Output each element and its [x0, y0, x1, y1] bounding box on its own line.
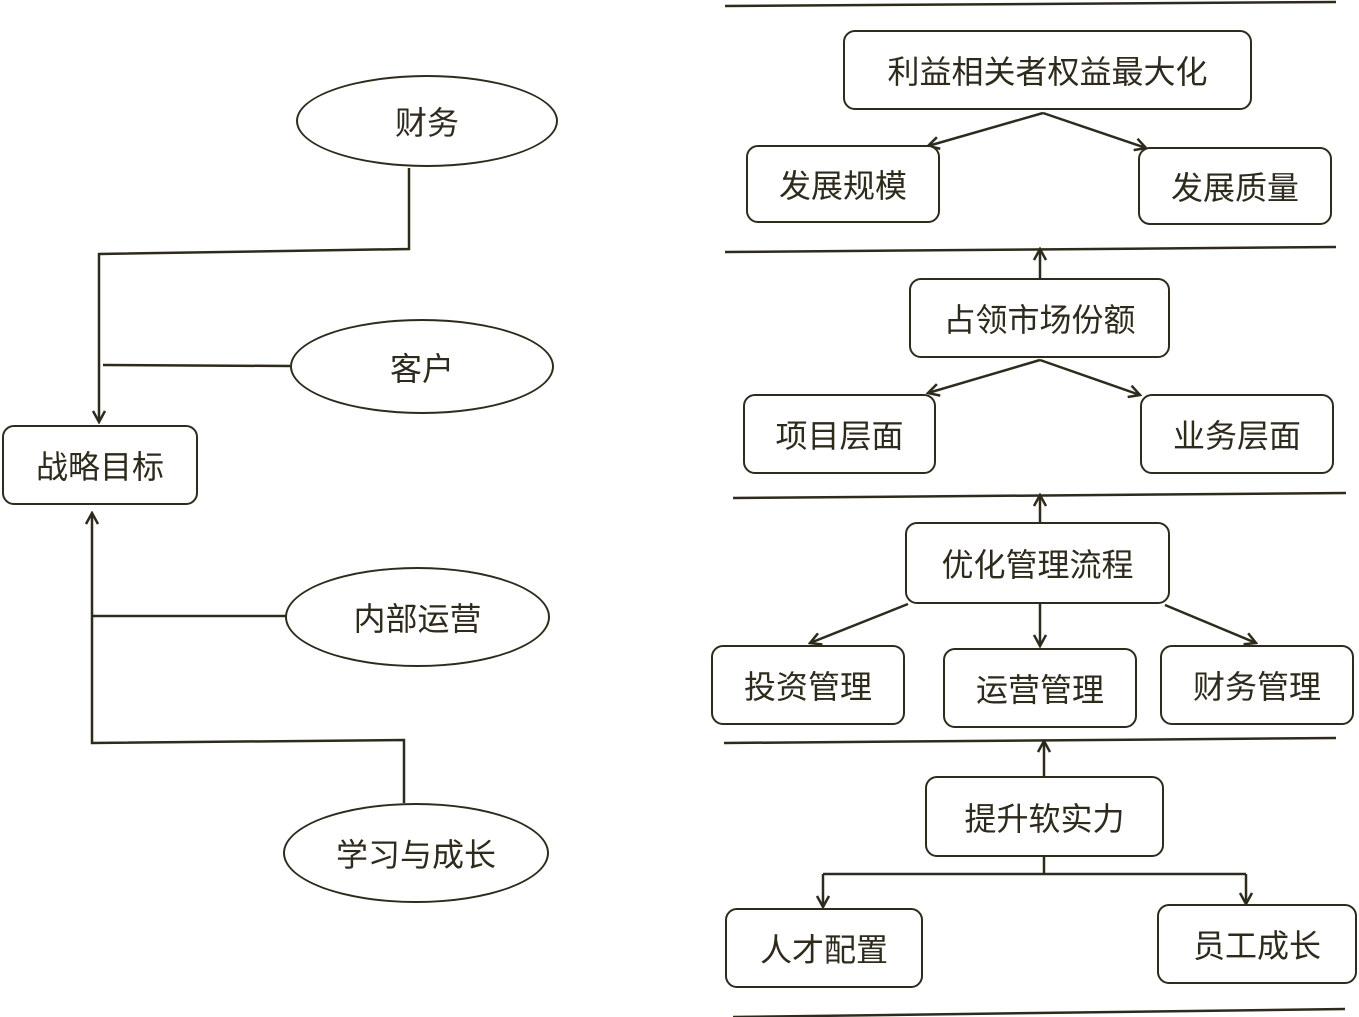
tier4-sub-staff-growth: 员工成长 — [1157, 904, 1357, 984]
tier2-sub-business-level: 业务层面 — [1140, 394, 1334, 474]
perspective-finance: 财务 — [296, 75, 558, 167]
finance-connector — [99, 168, 411, 422]
perspective-learning-growth: 学习与成长 — [283, 803, 549, 903]
perspective-internal-operations: 内部运营 — [285, 567, 550, 667]
tier3-main-node: 优化管理流程 — [905, 522, 1170, 604]
tier1-sub-dev-scale: 发展规模 — [746, 145, 940, 223]
tier2-main-node: 占领市场份额 — [909, 278, 1170, 358]
arrow-to-finance-mgmt — [1164, 603, 1256, 643]
strategic-goal-node: 战略目标 — [2, 425, 198, 505]
tier-divider — [724, 0, 1337, 8]
perspective-customer: 客户 — [290, 319, 554, 414]
arrow-to-business-level — [1039, 358, 1140, 395]
tier4-main-node: 提升软实力 — [925, 776, 1164, 857]
tier4-sub-talent: 人才配置 — [725, 908, 923, 988]
customer-connector — [102, 363, 291, 368]
arrow-to-dev-scale — [928, 111, 1044, 146]
learning-connector — [92, 513, 406, 803]
tier-divider — [723, 736, 1337, 745]
tier2-sub-project-level: 项目层面 — [743, 394, 936, 474]
tier3-sub-investment-mgmt: 投资管理 — [711, 645, 905, 725]
tier3-sub-finance-mgmt: 财务管理 — [1160, 645, 1354, 725]
tier-divider — [724, 245, 1337, 254]
tier1-sub-dev-quality: 发展质量 — [1138, 147, 1332, 225]
arrow-to-dev-quality — [1042, 111, 1146, 148]
tier-divider — [732, 1007, 1346, 1017]
arrow-to-project-level — [928, 358, 1041, 393]
arrow-to-investment-mgmt — [810, 602, 909, 643]
tier1-main-node: 利益相关者权益最大化 — [843, 30, 1252, 110]
tier3-sub-operations-mgmt: 运营管理 — [943, 648, 1137, 728]
